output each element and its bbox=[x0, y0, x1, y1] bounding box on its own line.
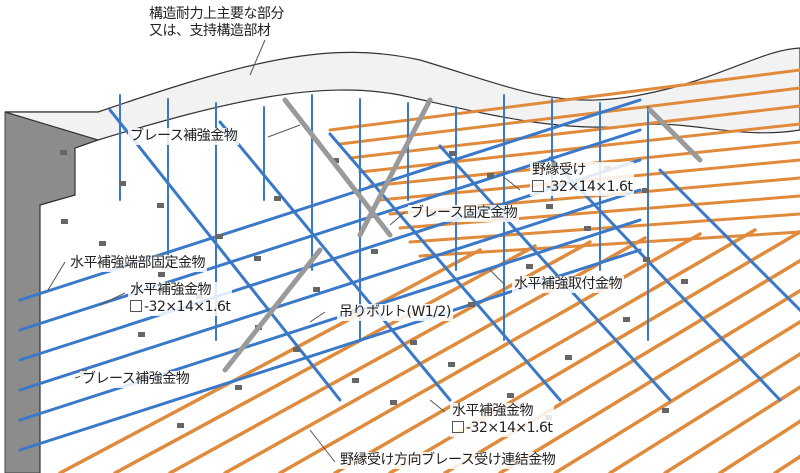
clip-fitting bbox=[584, 226, 591, 231]
label-furring-channel-name: 野縁受け bbox=[532, 162, 587, 178]
furring-bar bbox=[553, 319, 800, 473]
clip-fitting bbox=[216, 234, 223, 239]
furring-bar bbox=[663, 385, 800, 473]
clip-fitting bbox=[371, 249, 378, 254]
brace-member bbox=[357, 97, 433, 238]
label-horizontal-reinforcement-right-spec: -32×14×1.6t bbox=[466, 420, 553, 436]
furring-bar bbox=[333, 228, 757, 473]
square-section-icon bbox=[532, 180, 544, 192]
clip-fitting bbox=[468, 302, 475, 307]
clip-fitting bbox=[158, 272, 165, 277]
square-section-icon bbox=[452, 421, 464, 433]
furring-receiver-bar bbox=[108, 108, 342, 402]
clip-fitting bbox=[642, 188, 649, 193]
furring-bar bbox=[58, 248, 482, 473]
clip-fitting bbox=[448, 362, 455, 367]
clip-fitting bbox=[60, 150, 67, 155]
clip-fitting bbox=[390, 400, 397, 405]
furring-bar bbox=[718, 419, 800, 473]
furring-receiver-bar bbox=[658, 168, 800, 313]
furring-receiver-bar bbox=[328, 132, 562, 402]
clip-fitting bbox=[526, 264, 533, 269]
furring-receiver-bar bbox=[218, 120, 452, 402]
label-horizontal-reinforcement-left-spec: -32×14×1.6t bbox=[144, 299, 231, 315]
square-section-icon bbox=[130, 300, 142, 312]
label-horizontal-end-fixing: 水平補強端部固定金物 bbox=[68, 255, 207, 272]
clip-fitting bbox=[138, 332, 145, 337]
furring-bar bbox=[113, 244, 537, 473]
label-brace-reinforcement-upper: ブレース補強金物 bbox=[128, 128, 240, 145]
clip-fitting bbox=[235, 385, 242, 390]
furring-channel-bar bbox=[338, 86, 800, 146]
clip-fitting bbox=[546, 204, 553, 209]
furring-channel-bar bbox=[418, 230, 800, 258]
furring-bar bbox=[608, 351, 800, 473]
label-horizontal-reinforcement-right-name: 水平補強金物 bbox=[452, 403, 534, 419]
label-furring-channel: 野縁受け -32×14×1.6t bbox=[530, 162, 635, 196]
clip-fitting bbox=[643, 257, 650, 262]
furring-bar bbox=[278, 232, 702, 473]
label-horizontal-reinforcement-right: 水平補強金物 -32×14×1.6t bbox=[450, 403, 555, 437]
furring-channel-bar bbox=[408, 212, 800, 244]
clip-fitting bbox=[565, 355, 572, 360]
label-brace-connector: 野縁受け方向ブレース受け連結金物 bbox=[338, 452, 558, 469]
horizontal-reinforcement-bar bbox=[18, 188, 642, 392]
clip-fitting bbox=[119, 181, 126, 186]
label-structural-member: 構造耐力上主要な部分 又は、支持構造部材 bbox=[147, 6, 286, 40]
label-horizontal-attachment: 水平補強取付金物 bbox=[512, 276, 624, 293]
clip-fitting bbox=[681, 279, 688, 284]
clip-fitting bbox=[177, 423, 184, 428]
label-brace-fixing: ブレース固定金物 bbox=[408, 205, 520, 222]
furring-receiver-bar bbox=[548, 156, 782, 402]
braces bbox=[222, 97, 703, 373]
clip-fitting bbox=[662, 408, 669, 413]
label-furring-channel-spec: -32×14×1.6t bbox=[546, 179, 633, 195]
clip-fitting bbox=[507, 393, 514, 398]
label-hanging-bolt: 吊りボルト(W1/2) bbox=[337, 304, 453, 321]
clip-fitting bbox=[449, 151, 456, 156]
clip-fitting bbox=[157, 203, 164, 208]
furring-channel-bar bbox=[348, 104, 800, 160]
furring-receiver-bar bbox=[438, 144, 672, 402]
clip-fitting bbox=[99, 241, 106, 246]
leader-lines bbox=[47, 39, 521, 463]
label-horizontal-reinforcement-left: 水平補強金物 -32×14×1.6t bbox=[128, 282, 233, 316]
brace-member bbox=[222, 247, 323, 373]
brace-member bbox=[282, 97, 393, 238]
furring-bar bbox=[498, 288, 800, 473]
clip-fitting bbox=[487, 173, 494, 178]
label-structural-member-line1: 構造耐力上主要な部分 bbox=[149, 6, 285, 22]
clip-fitting bbox=[332, 158, 339, 163]
clip-fitting bbox=[352, 378, 359, 383]
label-brace-reinforcement-lower: ブレース補強金物 bbox=[80, 371, 192, 388]
clip-fitting bbox=[623, 317, 630, 322]
label-horizontal-reinforcement-left-name: 水平補強金物 bbox=[130, 282, 212, 298]
clip-fitting bbox=[293, 347, 300, 352]
label-structural-member-line2: 又は、支持構造部材 bbox=[149, 23, 271, 39]
clip-fitting bbox=[254, 256, 261, 261]
clip-fitting bbox=[410, 340, 417, 345]
brace-member bbox=[647, 107, 703, 163]
concrete-wall bbox=[4, 111, 99, 473]
clip-fitting bbox=[61, 219, 68, 224]
clip-fitting bbox=[274, 196, 281, 201]
clip-fitting bbox=[313, 287, 320, 292]
